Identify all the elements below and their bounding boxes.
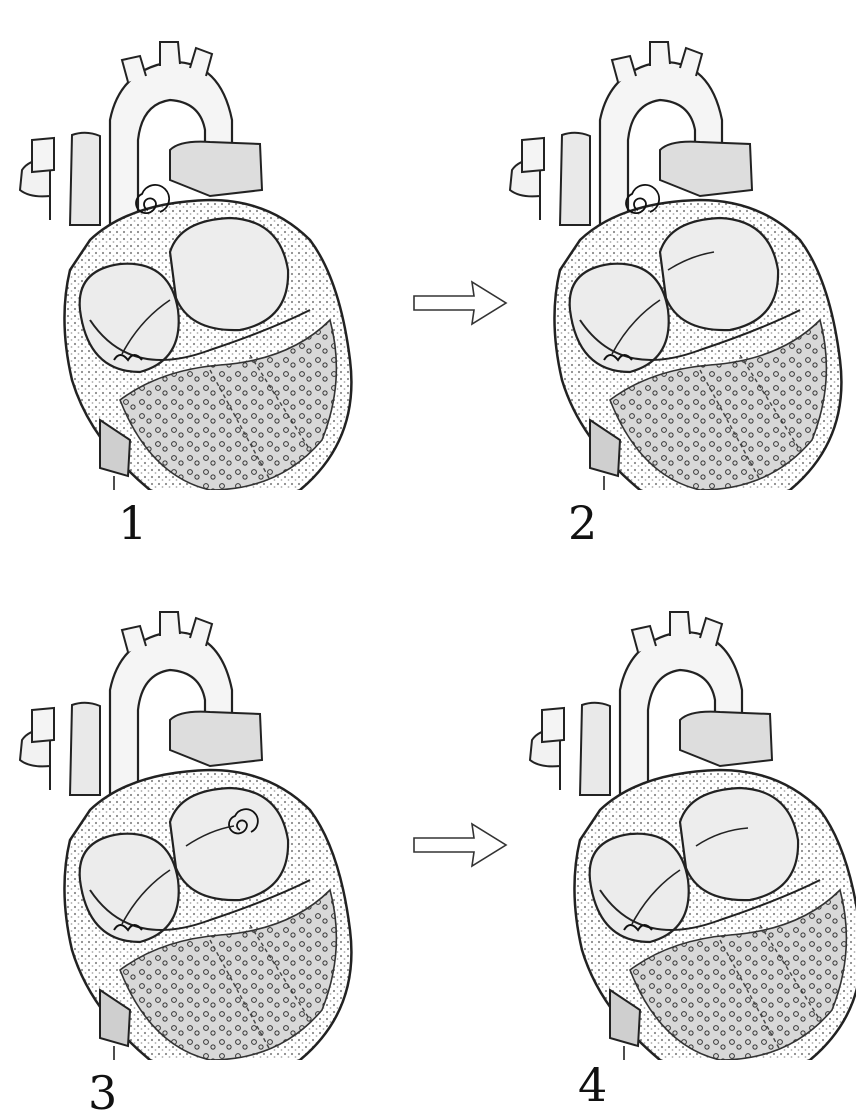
heart-drawing-4 bbox=[520, 590, 856, 1060]
heart-diagram-2 bbox=[500, 20, 856, 490]
heart-diagram-4 bbox=[520, 590, 856, 1060]
panel-label-2: 2 bbox=[568, 500, 597, 546]
heart-diagram-3 bbox=[10, 590, 370, 1060]
panel-label-1: 1 bbox=[118, 500, 147, 546]
right-arrow-icon bbox=[410, 278, 510, 328]
heart-drawing-2 bbox=[500, 20, 856, 490]
panel-label-4: 4 bbox=[578, 1062, 607, 1108]
heart-diagram-1 bbox=[10, 20, 370, 490]
right-arrow-icon bbox=[410, 820, 510, 870]
heart-drawing-1 bbox=[10, 20, 370, 490]
panel-label-3: 3 bbox=[88, 1070, 117, 1116]
heart-drawing-3 bbox=[10, 590, 370, 1060]
